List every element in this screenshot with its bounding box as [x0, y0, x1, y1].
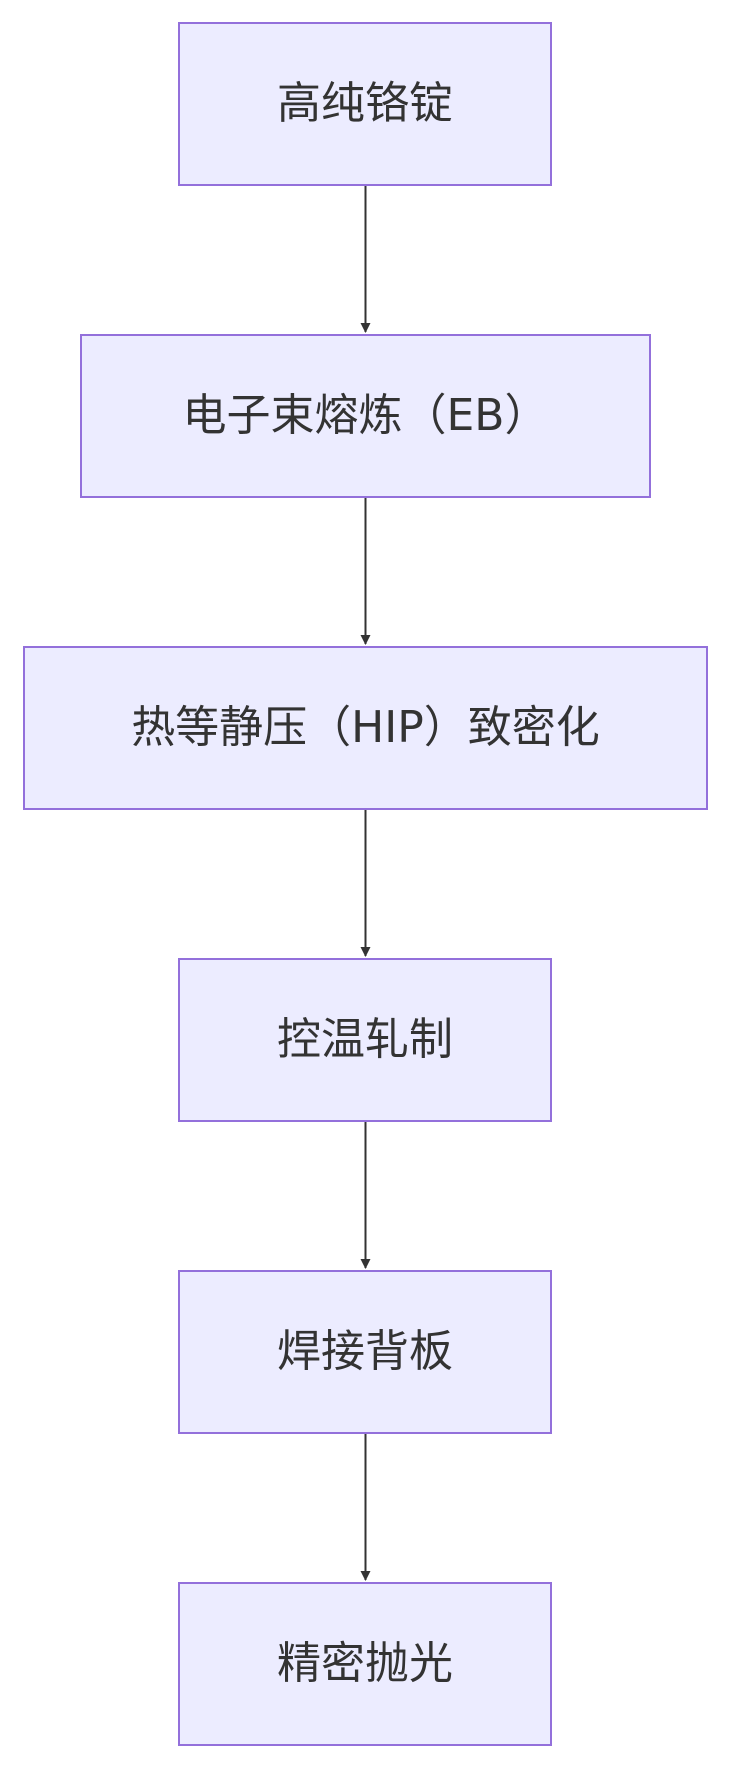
step-label-4: 控温轧制: [277, 1014, 453, 1065]
step-label-5: 焊接背板: [277, 1326, 453, 1377]
step-node-6: 精密抛光: [178, 1582, 552, 1746]
step-label-1: 高纯铬锭: [277, 78, 453, 129]
step-label-6: 精密抛光: [277, 1638, 453, 1689]
step-node-3: 热等静压（HIP）致密化: [23, 646, 708, 810]
step-node-2: 电子束熔炼（EB）: [80, 334, 651, 498]
step-node-1: 高纯铬锭: [178, 22, 552, 186]
step-label-2: 电子束熔炼（EB）: [182, 390, 549, 441]
step-node-4: 控温轧制: [178, 958, 552, 1122]
step-label-3: 热等静压（HIP）致密化: [131, 702, 600, 753]
step-node-5: 焊接背板: [178, 1270, 552, 1434]
